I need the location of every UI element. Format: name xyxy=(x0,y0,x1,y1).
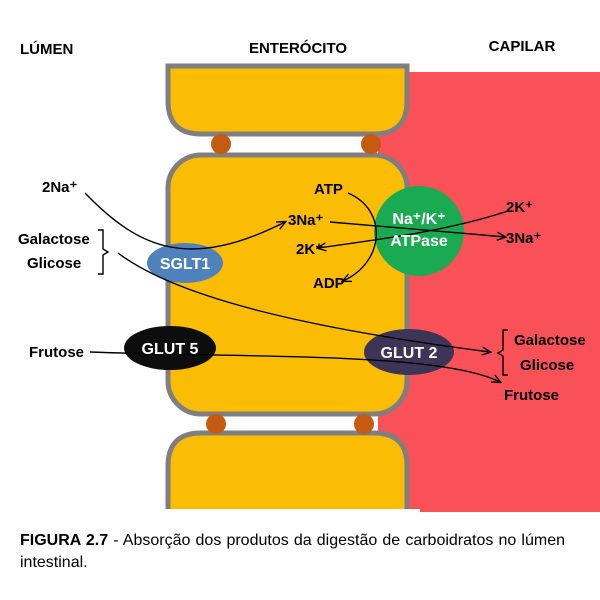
cell-k-label: 2K⁺ xyxy=(296,241,323,258)
figure-caption: FIGURA 2.7 - Absorção dos produtos da di… xyxy=(20,530,565,574)
capillary-k-label: 2K⁺ xyxy=(506,199,533,216)
capillary-glicose-label: Glicose xyxy=(520,357,574,374)
fructose-arrow xyxy=(89,351,500,382)
enterocyte-cell xyxy=(165,152,410,417)
figure-number: FIGURA 2.7 xyxy=(20,532,109,549)
na-k-atpase-pump xyxy=(374,186,464,276)
glucose-sglt1-arrow xyxy=(117,252,490,352)
lumen-frutose-label: Frutose xyxy=(29,344,84,361)
capillary-frutose-label: Frutose xyxy=(504,387,559,404)
capillary-sugar-bracket xyxy=(496,329,508,376)
na-path-arrow xyxy=(84,192,285,250)
glut2-label: GLUT 2 xyxy=(381,345,438,362)
enterocyte-header: ENTERÓCITO xyxy=(249,39,347,57)
capillary-galactose-label: Galactose xyxy=(514,332,586,349)
sglt1-label: SGLT1 xyxy=(160,256,210,273)
lumen-galactose-label: Galactose xyxy=(18,231,90,248)
lumen-na-label: 2Na⁺ xyxy=(42,179,78,196)
lumen-glicose-label: Glicose xyxy=(27,255,81,272)
atp-adp-arrow xyxy=(343,192,377,281)
figure-caption-text: - Absorção dos produtos da digestão de c… xyxy=(20,532,566,571)
glut2-transporter xyxy=(364,329,454,375)
pump-label-line1: Na⁺/K⁺ xyxy=(392,211,445,228)
tight-junction xyxy=(211,134,231,154)
glut5-transporter xyxy=(124,326,216,370)
tight-junction xyxy=(206,414,226,434)
sglt1-transporter xyxy=(147,243,223,283)
lumen-header: LÚMEN xyxy=(20,40,73,58)
tight-junction xyxy=(361,134,381,154)
lower-cell xyxy=(165,430,410,520)
capillary-region xyxy=(378,72,600,512)
glut5-label: GLUT 5 xyxy=(142,341,199,358)
k-in-arrow xyxy=(318,210,509,248)
capillary-na-label: 3Na⁺ xyxy=(506,230,542,247)
capillary-header: CAPILAR xyxy=(489,38,556,55)
atp-label: ATP xyxy=(314,181,343,198)
adp-label: ADP xyxy=(313,275,345,292)
lumen-sugar-bracket xyxy=(98,229,110,275)
cell-na-label: 3Na⁺ xyxy=(288,212,324,229)
na-out-arrow xyxy=(329,221,505,237)
pump-label-line2: ATPase xyxy=(390,233,448,250)
tight-junction xyxy=(354,414,374,434)
upper-cell xyxy=(165,63,410,137)
